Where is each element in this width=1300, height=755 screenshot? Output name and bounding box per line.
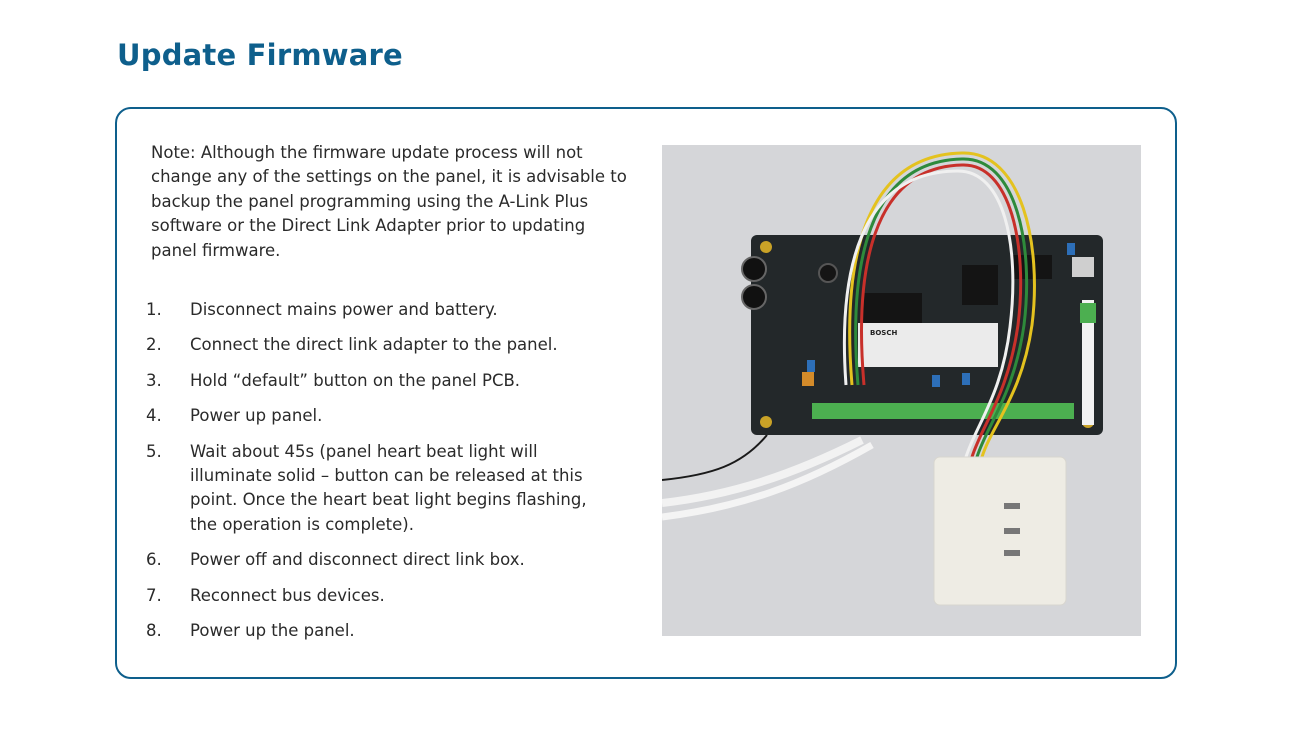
step-number: 1. <box>146 300 162 319</box>
white-wire <box>842 169 1015 458</box>
step-text: Power up panel. <box>190 406 323 426</box>
step-number: 4. <box>146 406 162 426</box>
step-item: 2. Connect the direct link adapter to the… <box>146 333 616 357</box>
step-number: 7. <box>146 585 162 605</box>
component <box>802 372 814 386</box>
panel-photo-illustration: BOSCH <box>662 151 1103 606</box>
mount-hole <box>760 416 772 428</box>
adapter-slot <box>1004 528 1020 534</box>
step-text: Power up the panel. <box>190 621 355 641</box>
step-item: 3. Hold “default” button on the panel PCB… <box>146 369 616 393</box>
backup-note: Note: Although the firmware update proce… <box>151 143 627 260</box>
capacitor <box>818 263 838 283</box>
chip <box>962 265 998 305</box>
step-text: Reconnect bus devices. <box>190 585 385 605</box>
side-connector <box>1082 300 1094 425</box>
step-text: Connect the direct link adapter to the p… <box>190 335 558 355</box>
step-item: 6. Power off and disconnect direct link b… <box>146 548 616 572</box>
step-number: 3. <box>146 370 162 390</box>
step-number: 5. <box>146 441 162 461</box>
green-wire <box>854 157 1029 458</box>
step-text: Power off and disconnect direct link box… <box>190 550 525 570</box>
steps-list: 1. Disconnect mains power and battery. 2. C… <box>146 298 616 654</box>
step-number: 8. <box>146 621 162 641</box>
step-text: Wait about 45s (panel heart beat light w… <box>190 441 587 534</box>
port <box>1072 257 1094 277</box>
terminal-block <box>812 403 1074 419</box>
white-cable <box>662 441 874 521</box>
board-brand: BOSCH <box>870 329 897 337</box>
chip <box>862 293 922 323</box>
adapter-slot <box>1004 503 1020 509</box>
page-title: Update Firmware <box>117 38 403 72</box>
content-card <box>115 107 1177 679</box>
step-item: 8. Power up the panel. <box>146 619 616 643</box>
panel-photo: BOSCH <box>662 145 1141 636</box>
black-wire <box>662 434 768 481</box>
component <box>807 360 815 372</box>
side-terminal <box>1080 303 1096 323</box>
white-cable <box>662 436 864 507</box>
board-label <box>858 323 998 367</box>
capacitor <box>741 284 767 310</box>
direct-link-adapter <box>933 456 1067 606</box>
capacitor <box>741 256 767 282</box>
step-item: 4. Power up panel. <box>146 404 616 428</box>
step-item: 7. Reconnect bus devices. <box>146 584 616 608</box>
step-text: Disconnect mains power and battery. <box>190 300 498 319</box>
component <box>962 373 970 385</box>
step-number: 6. <box>146 550 162 570</box>
red-wire <box>860 163 1023 458</box>
mount-hole <box>760 241 772 253</box>
step-item: 5. Wait about 45s (panel heart beat light… <box>146 440 616 538</box>
component <box>1067 243 1075 255</box>
step-number: 2. <box>146 335 162 355</box>
adapter-slot <box>1004 550 1020 556</box>
step-item: 1. Disconnect mains power and battery. <box>146 298 616 322</box>
step-text: Hold “default” button on the panel PCB. <box>190 370 521 390</box>
component <box>932 375 940 387</box>
